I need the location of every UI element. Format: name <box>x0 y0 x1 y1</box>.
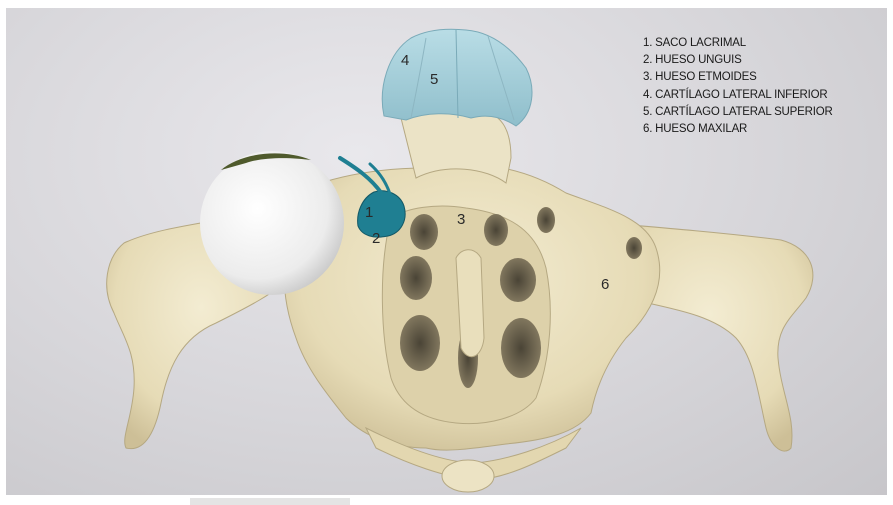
label-4: 4 <box>401 52 409 69</box>
legend-item: 2. HUESO UNGUIS <box>643 52 833 69</box>
cavity-opening <box>400 256 432 300</box>
label-5: 5 <box>430 71 438 88</box>
cavity-opening <box>484 214 508 246</box>
cavity-opening <box>537 207 555 233</box>
front-tooth <box>442 460 494 492</box>
label-1: 1 <box>365 204 373 221</box>
cavity-opening <box>500 258 536 302</box>
cavity-opening <box>626 237 642 259</box>
eyeball <box>200 151 344 295</box>
anatomy-illustration: 1 2 3 4 5 6 1. SACO LACRIMAL 2. HUESO UN… <box>6 8 887 495</box>
cavity-opening <box>501 318 541 378</box>
label-3: 3 <box>457 211 465 228</box>
bottom-strip <box>190 498 350 505</box>
cavity-opening <box>400 315 440 371</box>
cavity-opening <box>410 214 438 250</box>
label-2: 2 <box>372 230 380 247</box>
legend-item: 5. CARTÍLAGO LATERAL SUPERIOR <box>643 104 833 121</box>
nasal-septum <box>456 250 484 357</box>
legend-item: 1. SACO LACRIMAL <box>643 35 833 52</box>
legend-item: 3. HUESO ETMOIDES <box>643 69 833 86</box>
label-6: 6 <box>601 276 609 293</box>
legend-list: 1. SACO LACRIMAL 2. HUESO UNGUIS 3. HUES… <box>643 35 833 138</box>
legend-item: 6. HUESO MAXILAR <box>643 121 833 138</box>
legend-item: 4. CARTÍLAGO LATERAL INFERIOR <box>643 87 833 104</box>
